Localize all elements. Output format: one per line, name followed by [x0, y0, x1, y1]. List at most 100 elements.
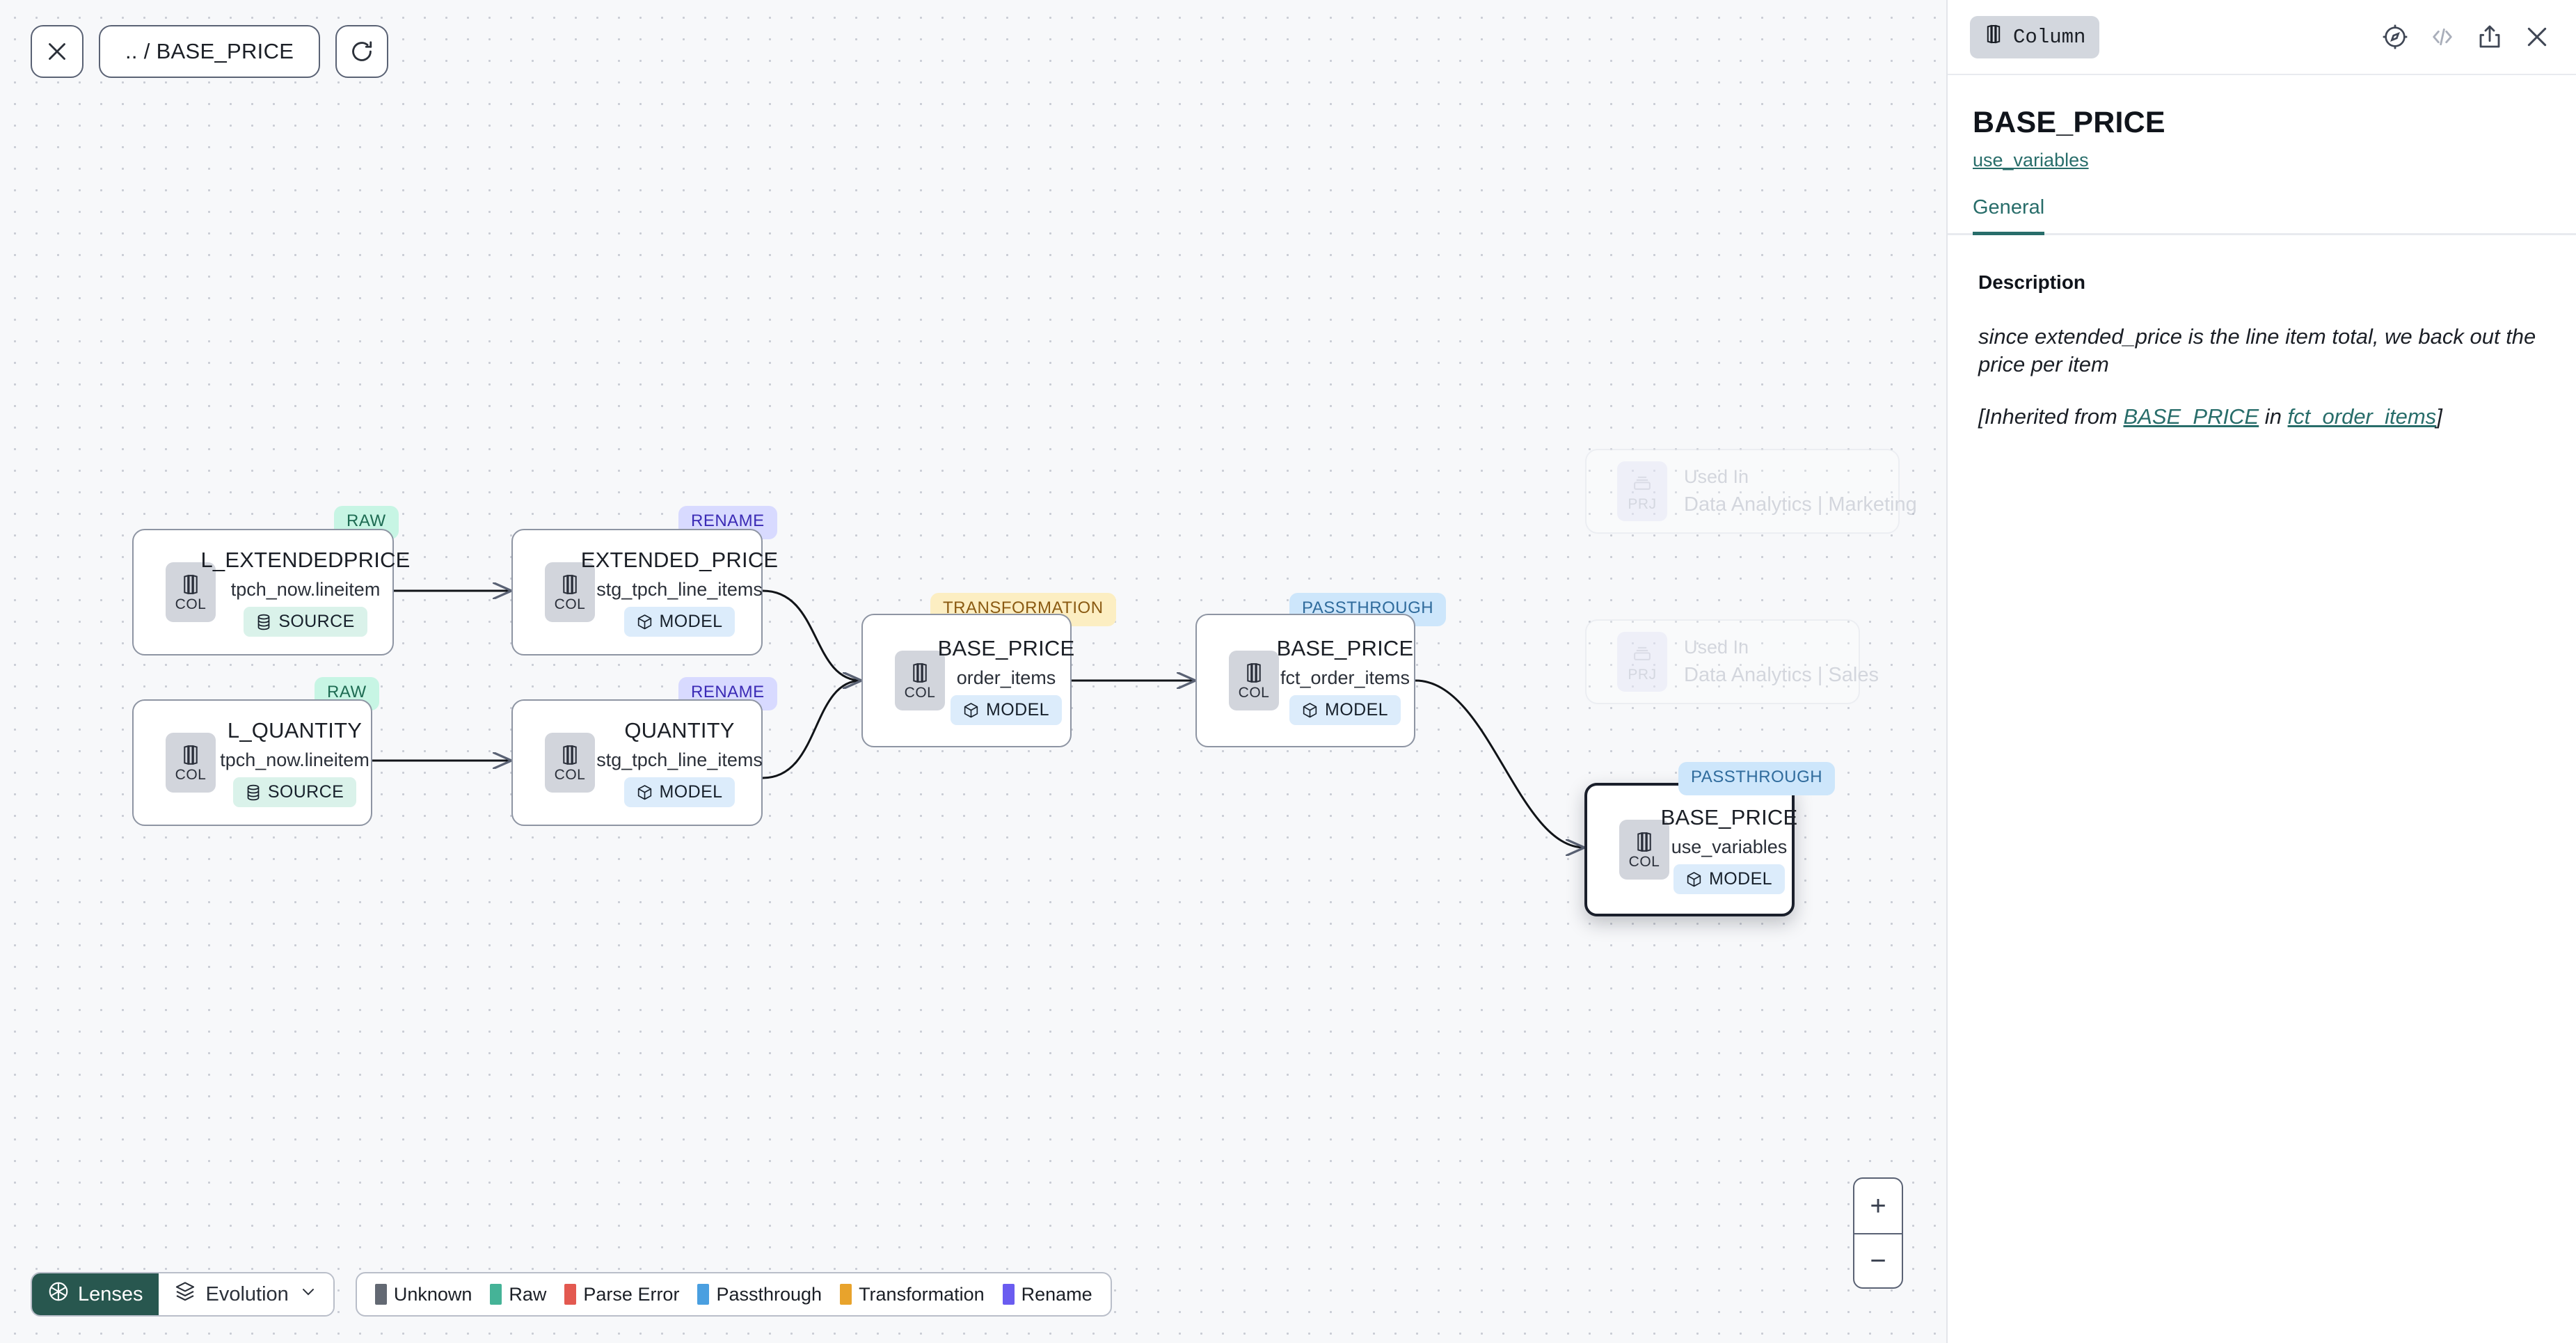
node-pill-label: MODEL	[986, 700, 1049, 720]
prj-chip-label: PRJ	[1628, 496, 1657, 512]
graph-node-base-price-use-variables[interactable]: COL BASE_PRICE use_variables MODEL	[1584, 783, 1798, 916]
close-icon	[45, 39, 70, 64]
layers-icon	[174, 1280, 196, 1308]
legend-item-parse-error: Parse Error	[564, 1284, 679, 1305]
minus-icon: −	[1870, 1245, 1886, 1276]
inherited-column-link[interactable]: BASE_PRICE	[2123, 404, 2259, 429]
node-pill-label: MODEL	[659, 612, 723, 631]
legend-swatch	[1002, 1284, 1015, 1305]
column-icon	[1984, 24, 2003, 51]
node-pill-model: MODEL	[623, 607, 736, 637]
node-tag-label: RENAME	[691, 511, 765, 530]
ghost-used-in-label: Used In	[1684, 637, 1749, 658]
col-chip: COL	[166, 562, 216, 622]
legend-item-unknown: Unknown	[374, 1284, 472, 1305]
breadcrumb-button[interactable]: .. / BASE_PRICE	[99, 25, 321, 78]
legend-swatch	[564, 1284, 577, 1305]
node-pill-source: SOURCE	[232, 777, 357, 807]
graph-node-extended-price[interactable]: COL EXTENDED_PRICE stg_tpch_line_items M…	[511, 529, 778, 655]
node-pill-model: MODEL	[1289, 695, 1401, 725]
code-icon[interactable]	[2428, 23, 2456, 51]
col-chip-label: COL	[175, 596, 207, 612]
legend-swatch	[840, 1284, 852, 1305]
legend-label: Parse Error	[583, 1283, 680, 1305]
prj-chip-label: PRJ	[1628, 667, 1657, 683]
col-chip-label: COL	[554, 766, 586, 783]
node-title: QUANTITY	[624, 718, 735, 742]
node-tag-label: RAW	[327, 683, 367, 701]
graph-node-l-quantity[interactable]: COL L_QUANTITY tpch_now.lineitem	[132, 699, 372, 826]
graph-node-base-price-order-items[interactable]: COL BASE_PRICE order_items MODEL	[861, 614, 1075, 747]
node-pill-label: SOURCE	[278, 612, 355, 631]
node-title: BASE_PRICE	[937, 636, 1075, 660]
node-title: BASE_PRICE	[1276, 636, 1414, 660]
model-link[interactable]: use_variables	[1973, 150, 2089, 170]
node-title: BASE_PRICE	[1660, 805, 1798, 829]
inherited-model-link[interactable]: fct_order_items	[2287, 404, 2437, 429]
lenses-button[interactable]: Lenses	[32, 1273, 159, 1315]
lenses-label: Lenses	[78, 1282, 143, 1305]
node-subtitle: tpch_now.lineitem	[220, 749, 369, 770]
refresh-button[interactable]	[335, 25, 389, 78]
column-icon	[559, 744, 580, 766]
ghost-node-used-in-sales[interactable]: PRJ Used In Data Analytics | Sales	[1585, 619, 1879, 704]
col-chip: COL	[1619, 820, 1669, 880]
panel-title-block: BASE_PRICE use_variables	[1948, 75, 2576, 171]
node-subtitle: tpch_now.lineitem	[230, 579, 381, 600]
refresh-icon	[349, 39, 374, 64]
node-subtitle: stg_tpch_line_items	[596, 749, 763, 770]
page-title: BASE_PRICE	[1973, 106, 2165, 139]
cube-icon	[637, 784, 653, 801]
graph-node-quantity[interactable]: COL QUANTITY stg_tpch_line_items MODEL	[511, 699, 763, 826]
evolution-dropdown[interactable]: Evolution	[158, 1273, 333, 1315]
prj-chip: PRJ	[1617, 632, 1667, 692]
column-icon	[180, 744, 201, 766]
node-subtitle: order_items	[956, 667, 1056, 688]
inherited-note: [Inherited from BASE_PRICE in fct_order_…	[1978, 404, 2545, 429]
node-title: L_EXTENDEDPRICE	[200, 548, 411, 572]
col-chip-label: COL	[904, 684, 936, 701]
share-icon[interactable]	[2476, 23, 2504, 51]
chevron-down-icon	[299, 1282, 318, 1307]
lenses-control-group: Lenses Evolution	[31, 1272, 335, 1317]
column-icon	[909, 662, 930, 684]
database-icon	[256, 614, 271, 630]
inherited-suffix: ]	[2436, 404, 2442, 429]
cube-icon	[963, 702, 979, 719]
inherited-middle: in	[2259, 404, 2288, 429]
node-subtitle: fct_order_items	[1280, 667, 1410, 688]
project-icon	[1630, 471, 1654, 495]
col-chip: COL	[545, 562, 595, 622]
compass-icon[interactable]	[2381, 23, 2409, 51]
node-pill-label: MODEL	[1709, 869, 1772, 889]
column-icon	[1634, 831, 1655, 853]
breadcrumb-label: .. / BASE_PRICE	[125, 39, 294, 63]
node-tag-label: RENAME	[691, 683, 765, 701]
panel-header-actions	[2381, 23, 2551, 51]
details-panel: Column	[1946, 0, 2576, 1343]
node-tag-label: RAW	[347, 511, 386, 530]
legend-label: Passthrough	[716, 1283, 822, 1305]
lineage-canvas[interactable]: .. / BASE_PRICE	[0, 0, 1946, 1343]
ghost-node-used-in-marketing[interactable]: PRJ Used In Data Analytics | Marketing	[1585, 449, 1917, 534]
close-lineage-button[interactable]	[31, 25, 84, 78]
node-tag-label: PASSTHROUGH	[1691, 768, 1823, 786]
cube-icon	[1686, 871, 1702, 888]
node-pill-label: MODEL	[1325, 700, 1388, 720]
legend-swatch	[697, 1284, 710, 1305]
col-chip: COL	[545, 733, 595, 793]
close-icon[interactable]	[2523, 23, 2551, 51]
graph-node-l-extendedprice[interactable]: COL L_EXTENDEDPRICE tpch_now.lineitem	[132, 529, 410, 655]
zoom-out-button[interactable]: −	[1854, 1233, 1902, 1287]
tab-general[interactable]: General	[1973, 196, 2045, 235]
legend-label: Raw	[509, 1283, 547, 1305]
legend-item-transformation: Transformation	[840, 1284, 985, 1305]
node-pill-label: MODEL	[659, 782, 723, 802]
zoom-in-button[interactable]: +	[1854, 1179, 1902, 1233]
node-subtitle: stg_tpch_line_items	[596, 579, 763, 600]
canvas-toolbar: .. / BASE_PRICE	[31, 25, 389, 78]
graph-node-base-price-fct-order-items[interactable]: COL BASE_PRICE fct_order_items MODEL	[1195, 614, 1415, 747]
entity-kind-label: Column	[2013, 25, 2086, 49]
node-pill-model: MODEL	[951, 695, 1062, 725]
ghost-used-in-label: Used In	[1684, 466, 1749, 487]
